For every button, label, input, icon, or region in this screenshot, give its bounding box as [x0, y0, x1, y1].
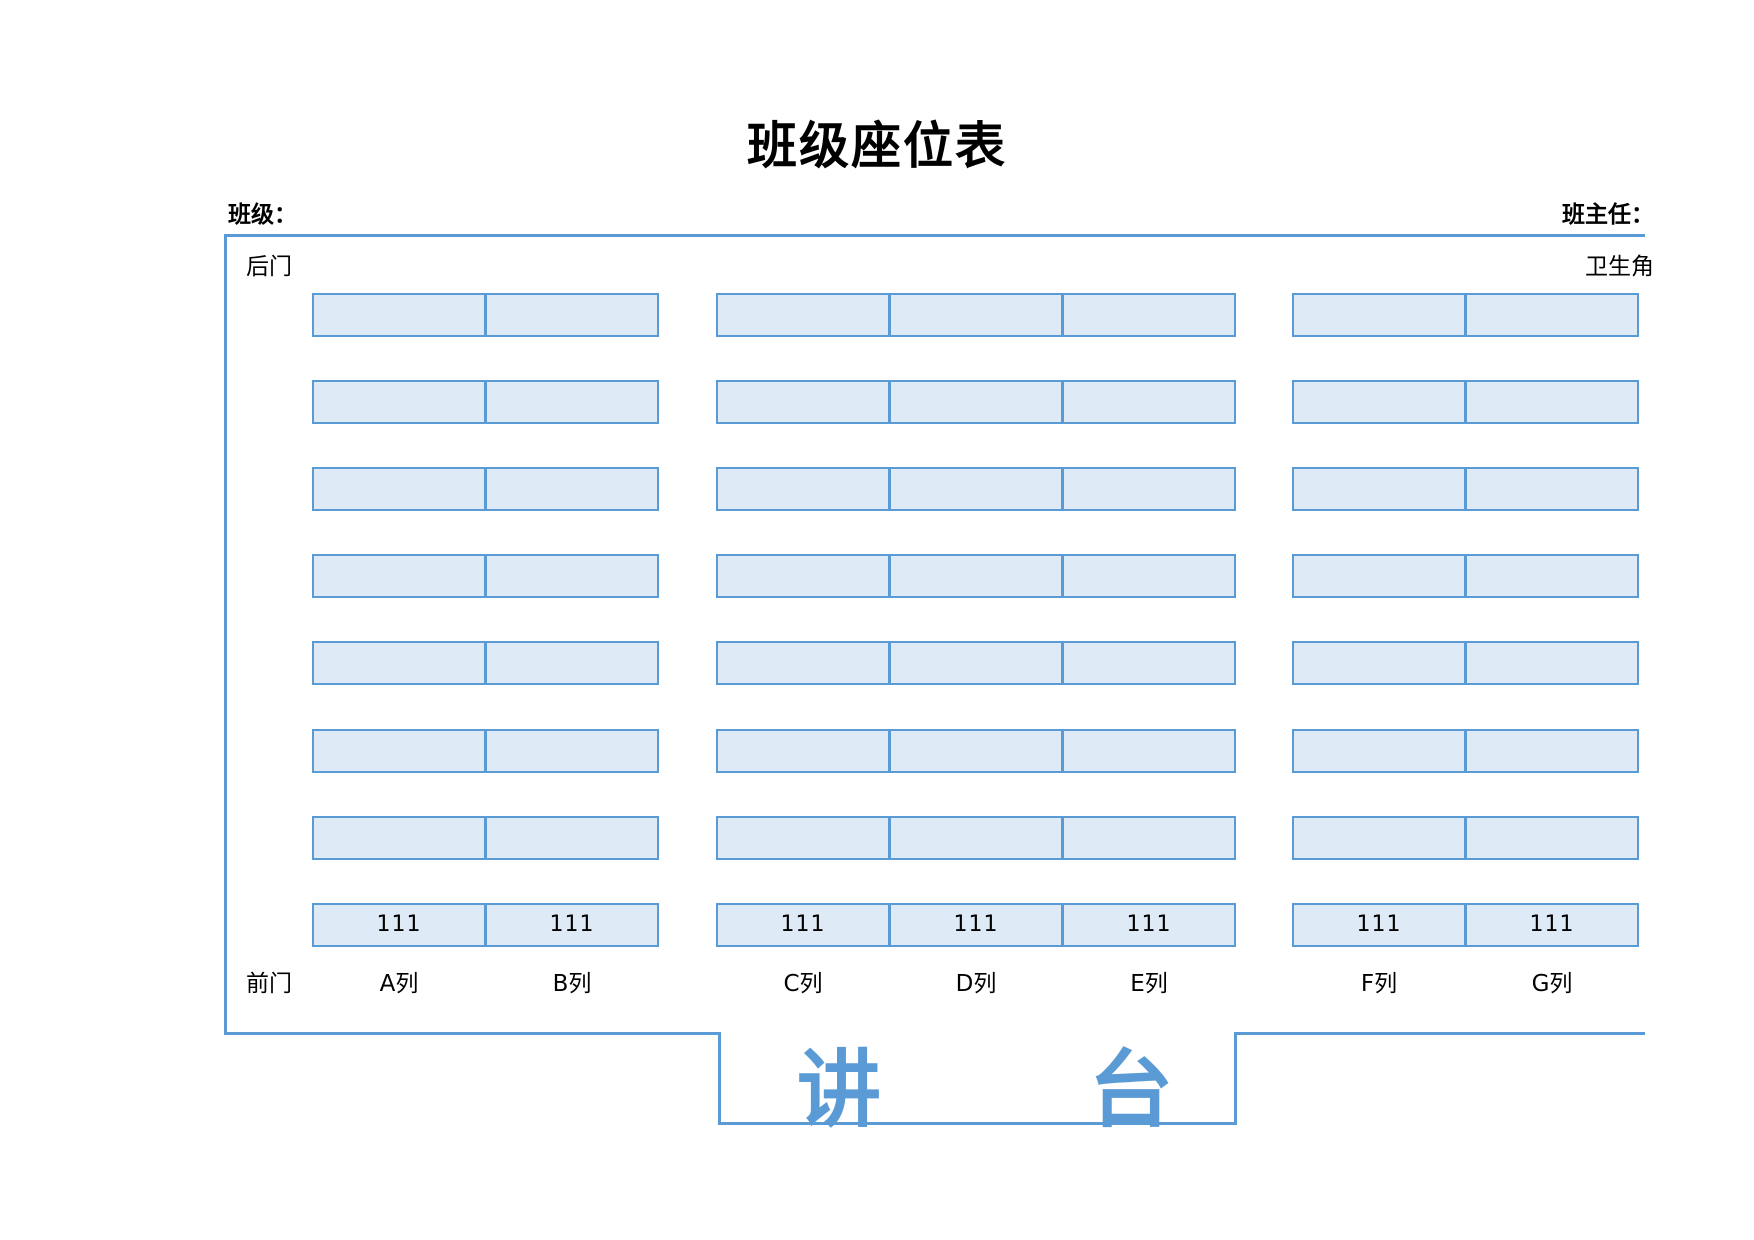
seat-c-5[interactable]	[716, 641, 890, 685]
seat-a-1[interactable]	[312, 293, 486, 337]
seat-g-8[interactable]: 111	[1465, 903, 1639, 947]
column-label-c: C列	[783, 971, 823, 997]
seat-d-4[interactable]	[889, 554, 1063, 598]
seat-c-8[interactable]: 111	[716, 903, 890, 947]
column-label-b: B列	[552, 971, 592, 997]
seat-a-5[interactable]	[312, 641, 486, 685]
seat-f-6[interactable]	[1292, 729, 1466, 773]
seat-d-7[interactable]	[889, 816, 1063, 860]
seat-g-6[interactable]	[1465, 729, 1639, 773]
seat-d-1[interactable]	[889, 293, 1063, 337]
seat-e-7[interactable]	[1062, 816, 1236, 860]
seat-d-6[interactable]	[889, 729, 1063, 773]
frame-top-border	[224, 234, 1645, 237]
column-label-a: A列	[379, 971, 419, 997]
back-door-label: 后门	[246, 254, 292, 280]
seat-a-8[interactable]: 111	[312, 903, 486, 947]
seat-c-3[interactable]	[716, 467, 890, 511]
seat-f-4[interactable]	[1292, 554, 1466, 598]
seat-d-5[interactable]	[889, 641, 1063, 685]
seat-d-2[interactable]	[889, 380, 1063, 424]
seat-e-8[interactable]: 111	[1062, 903, 1236, 947]
seat-a-3[interactable]	[312, 467, 486, 511]
seat-c-4[interactable]	[716, 554, 890, 598]
seat-b-2[interactable]	[485, 380, 659, 424]
class-label: 班级：	[228, 202, 297, 228]
frame-bottom-border-left	[224, 1032, 721, 1035]
seat-b-1[interactable]	[485, 293, 659, 337]
seat-b-3[interactable]	[485, 467, 659, 511]
seat-g-5[interactable]	[1465, 641, 1639, 685]
seat-d-8[interactable]: 111	[889, 903, 1063, 947]
seat-e-1[interactable]	[1062, 293, 1236, 337]
seat-c-1[interactable]	[716, 293, 890, 337]
seat-e-5[interactable]	[1062, 641, 1236, 685]
frame-bottom-border-right	[1237, 1032, 1645, 1035]
seat-b-8[interactable]: 111	[485, 903, 659, 947]
seat-e-2[interactable]	[1062, 380, 1236, 424]
seat-f-2[interactable]	[1292, 380, 1466, 424]
seat-e-4[interactable]	[1062, 554, 1236, 598]
column-label-e: E列	[1130, 971, 1168, 997]
column-label-f: F列	[1360, 971, 1398, 997]
seat-f-1[interactable]	[1292, 293, 1466, 337]
column-label-g: G列	[1531, 971, 1573, 997]
seat-f-5[interactable]	[1292, 641, 1466, 685]
seat-a-6[interactable]	[312, 729, 486, 773]
seat-g-2[interactable]	[1465, 380, 1639, 424]
seat-a-4[interactable]	[312, 554, 486, 598]
seat-b-4[interactable]	[485, 554, 659, 598]
frame-left-border	[224, 234, 227, 1035]
sanitation-corner-label: 卫生角	[1585, 254, 1654, 280]
podium-right-border	[1234, 1032, 1237, 1125]
seat-c-6[interactable]	[716, 729, 890, 773]
seat-f-3[interactable]	[1292, 467, 1466, 511]
seat-c-7[interactable]	[716, 816, 890, 860]
podium-left-border	[718, 1032, 721, 1125]
seat-b-7[interactable]	[485, 816, 659, 860]
seat-f-7[interactable]	[1292, 816, 1466, 860]
seat-g-7[interactable]	[1465, 816, 1639, 860]
seat-a-7[interactable]	[312, 816, 486, 860]
seat-a-2[interactable]	[312, 380, 486, 424]
seat-d-3[interactable]	[889, 467, 1063, 511]
head-teacher-label: 班主任：	[1562, 202, 1654, 228]
podium-label: 讲 台	[796, 1041, 1235, 1139]
seat-e-6[interactable]	[1062, 729, 1236, 773]
seat-c-2[interactable]	[716, 380, 890, 424]
front-door-label: 前门	[246, 971, 292, 997]
seat-b-6[interactable]	[485, 729, 659, 773]
seat-e-3[interactable]	[1062, 467, 1236, 511]
podium-bottom-border	[718, 1122, 1237, 1125]
column-label-d: D列	[955, 971, 997, 997]
seat-g-3[interactable]	[1465, 467, 1639, 511]
seat-b-5[interactable]	[485, 641, 659, 685]
seat-g-1[interactable]	[1465, 293, 1639, 337]
seat-f-8[interactable]: 111	[1292, 903, 1466, 947]
page-title: 班级座位表	[747, 117, 1007, 175]
seat-g-4[interactable]	[1465, 554, 1639, 598]
